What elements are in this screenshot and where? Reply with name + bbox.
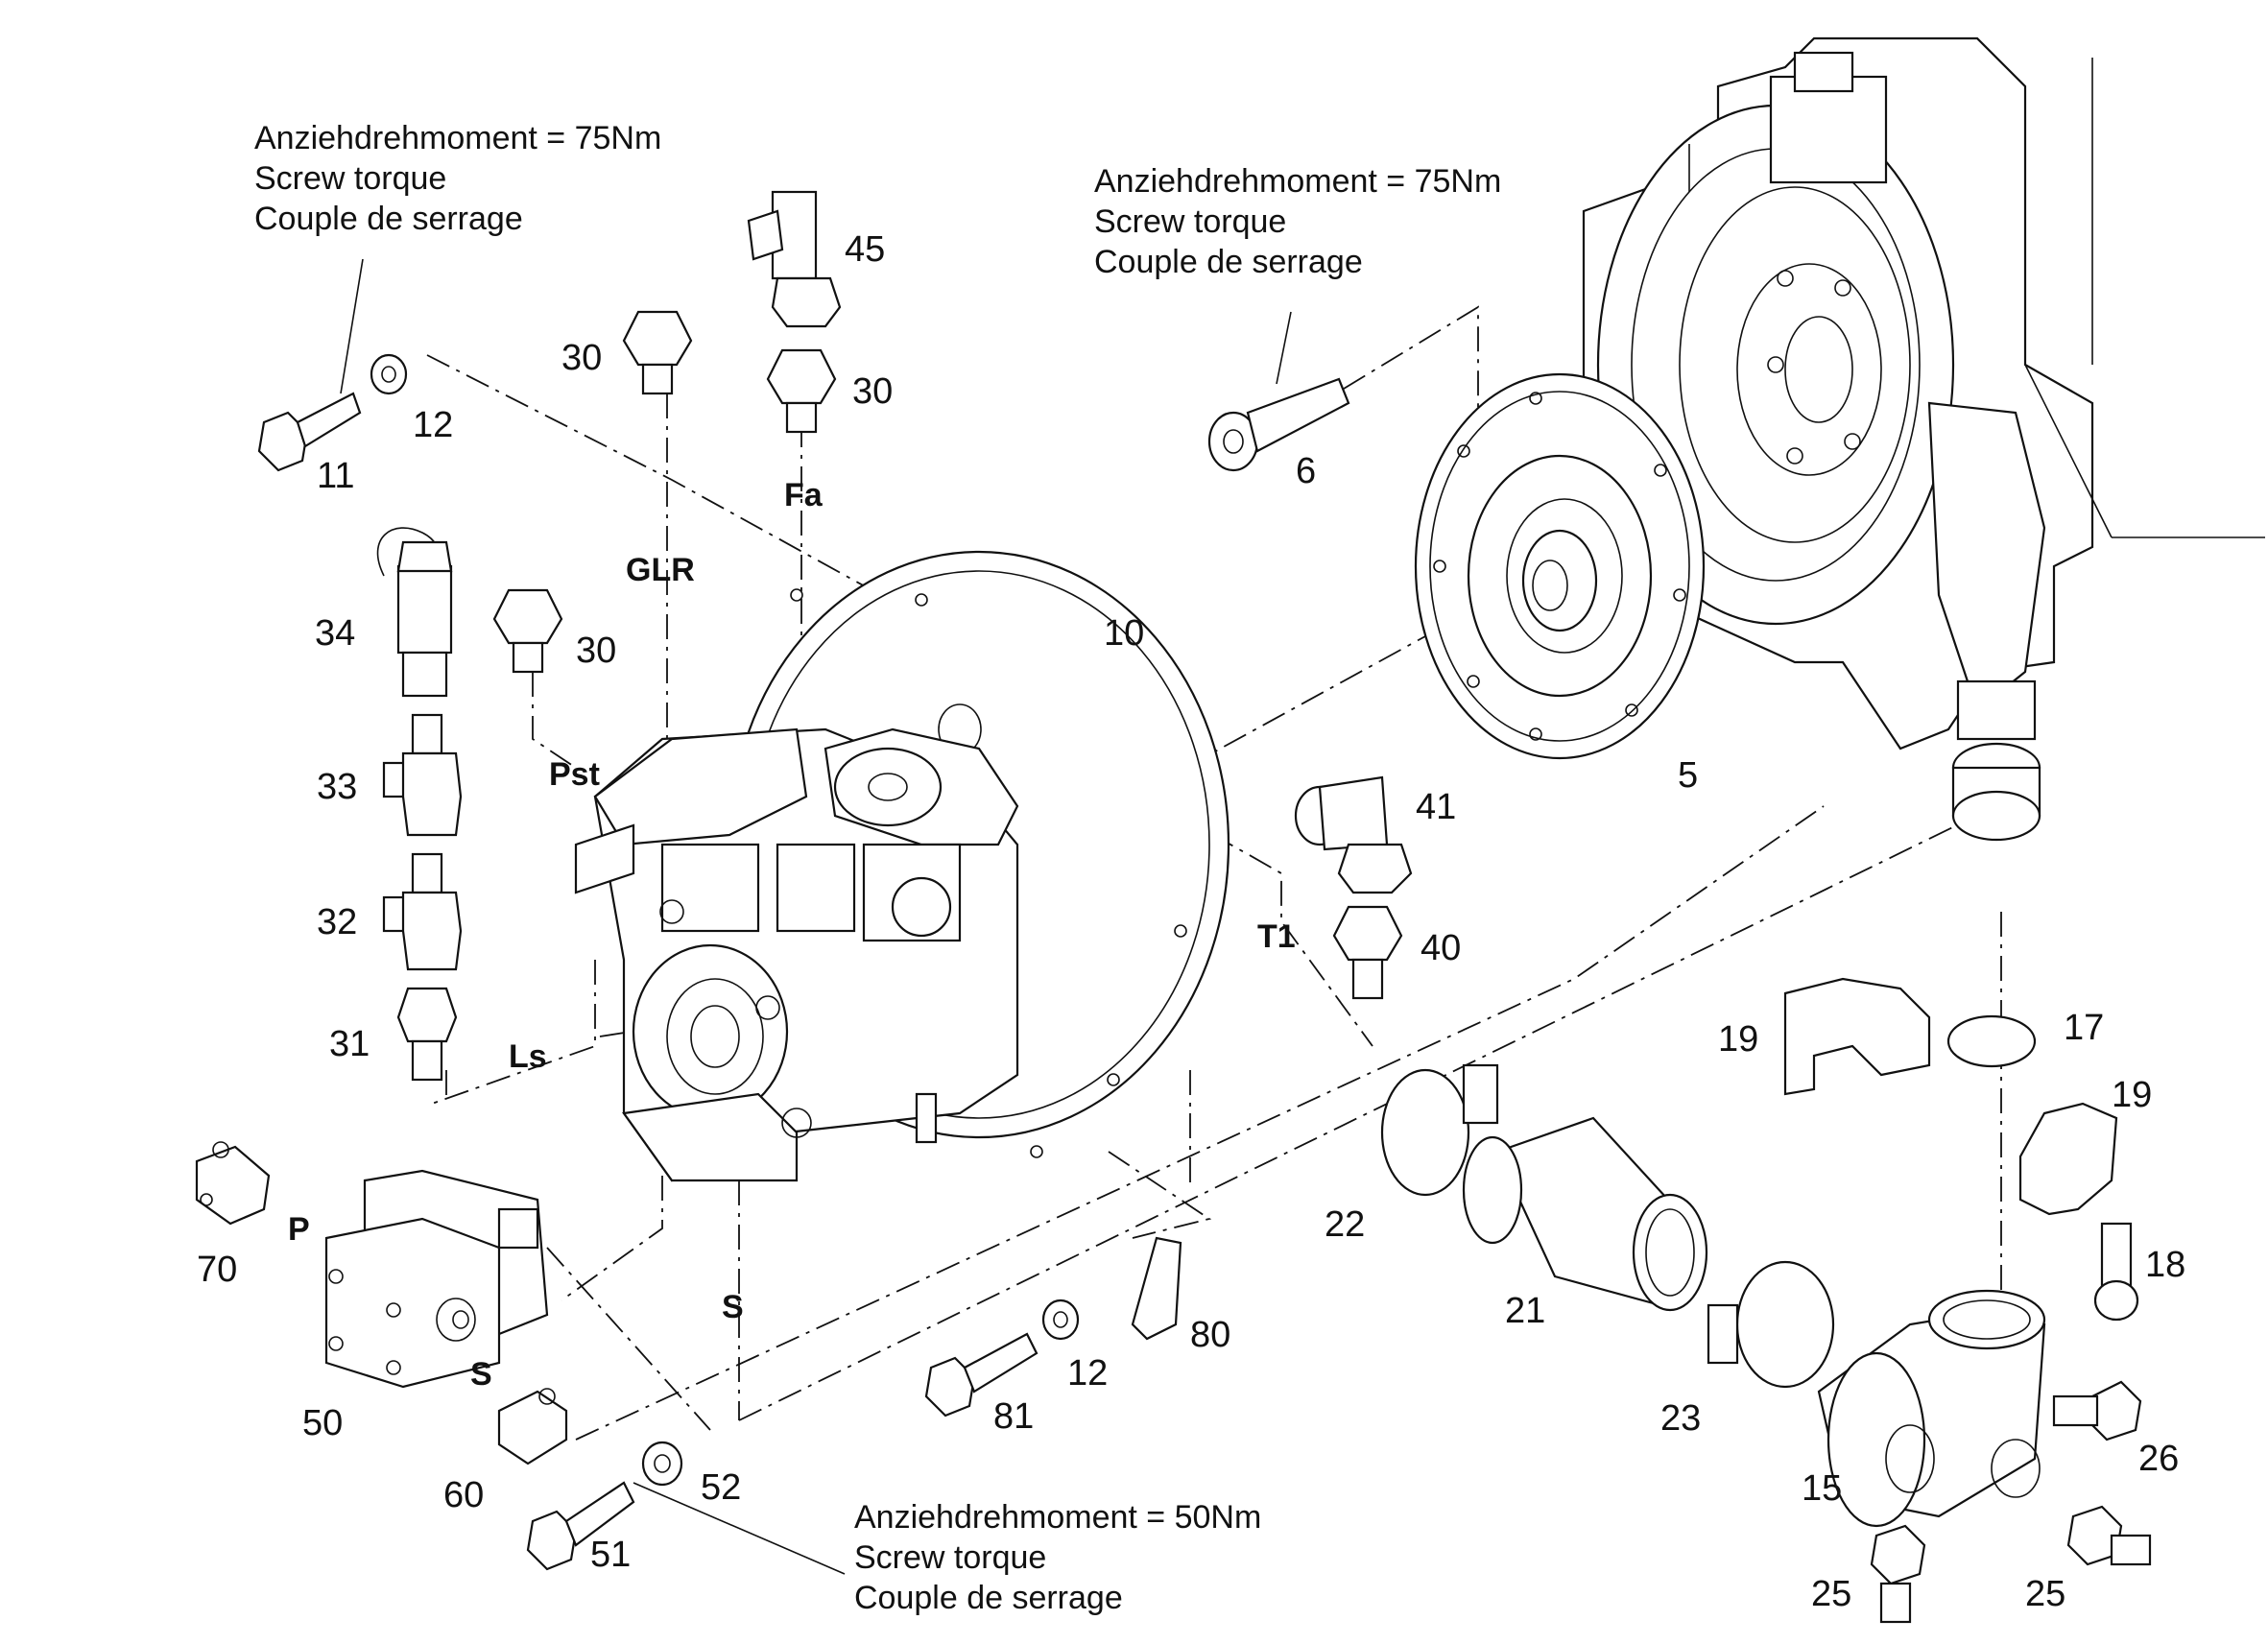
clamp-22 (1380, 1063, 1499, 1197)
port-label-ls: Ls (509, 1038, 547, 1075)
part-number-30: 30 (852, 371, 893, 412)
part-number-34: 34 (315, 613, 355, 654)
port-label-pst: Pst (549, 756, 600, 793)
part-number-19: 19 (1718, 1019, 1758, 1060)
oring-17 (1946, 1014, 2037, 1068)
plug-26 (2052, 1380, 2142, 1441)
clamp-23 (1707, 1260, 1835, 1389)
torque-note-top-right: Anziehdrehmoment = 75Nm Screw torque Cou… (1094, 163, 1501, 280)
port-label-t1: T1 (1257, 918, 1296, 955)
part-number-52: 52 (701, 1467, 741, 1508)
part-number-23: 23 (1660, 1398, 1701, 1439)
part-number-80: 80 (1190, 1315, 1230, 1355)
part-number-5: 5 (1678, 755, 1698, 796)
part-number-41: 41 (1416, 787, 1456, 827)
part-number-51: 51 (590, 1535, 631, 1575)
flange-70 (195, 1141, 271, 1226)
fitting-32 (382, 852, 463, 971)
washer-12-top (370, 353, 408, 395)
part-number-70: 70 (197, 1250, 237, 1290)
part-number-60: 60 (443, 1475, 484, 1515)
part-number-81: 81 (993, 1396, 1034, 1437)
elbow-15 (1817, 1289, 2046, 1528)
part-number-10: 10 (1104, 613, 1144, 654)
fitting-30-top (622, 310, 693, 395)
torque-note-line: Couple de serrage (1094, 244, 1363, 280)
bolt-6 (1207, 377, 1350, 472)
engine-housing (1582, 36, 2265, 842)
torque-note-line: Anziehdrehmoment = 75Nm (1094, 163, 1501, 200)
port-labels: Fa GLR Pst T1 Ls S P S (288, 477, 1296, 1393)
part-number-12: 12 (413, 405, 453, 445)
fitting-34 (376, 527, 453, 698)
fitting-45 (747, 190, 842, 328)
part-number-25: 25 (2025, 1574, 2065, 1614)
part-number-25: 25 (1811, 1574, 1851, 1614)
bolt-18 (2093, 1222, 2139, 1322)
main-pump-assembly (574, 550, 1230, 1182)
part-number-17: 17 (2064, 1008, 2104, 1048)
part-number-22: 22 (1325, 1204, 1365, 1245)
torque-note-top-left: Anziehdrehmoment = 75Nm Screw torque Cou… (254, 120, 661, 237)
fitting-31 (396, 987, 458, 1082)
bolt-81 (924, 1332, 1039, 1418)
washer-12-bottom (1041, 1299, 1080, 1341)
bolt-11 (257, 392, 362, 472)
leader-lines (340, 258, 1292, 1575)
hose-21 (1462, 1116, 1708, 1312)
part-number-45: 45 (845, 229, 885, 270)
part-number-21: 21 (1505, 1291, 1545, 1331)
part-number-19: 19 (2112, 1075, 2152, 1115)
torque-note-line: Screw torque (254, 160, 446, 197)
bolt-51 (526, 1481, 635, 1571)
port-label-s-small: S (470, 1356, 492, 1393)
part-number-18: 18 (2145, 1245, 2185, 1285)
fitting-33 (382, 713, 463, 837)
part-number-15: 15 (1802, 1468, 1842, 1509)
torque-note-line: Anziehdrehmoment = 50Nm (854, 1499, 1261, 1536)
port-label-fa: Fa (784, 477, 824, 513)
part-number-26: 26 (2138, 1439, 2179, 1479)
bracket-80 (1131, 1236, 1182, 1341)
half-flange-19a (1783, 977, 1931, 1096)
fitting-30-center (766, 348, 837, 434)
port-label-s: S (722, 1289, 744, 1325)
fitting-41 (1294, 775, 1413, 894)
plug-25-left (1870, 1524, 1926, 1624)
port-label-glr: GLR (626, 552, 695, 588)
torque-note-bottom: Anziehdrehmoment = 50Nm Screw torque Cou… (854, 1499, 1261, 1616)
port-label-p: P (288, 1211, 310, 1248)
part-number-12: 12 (1067, 1353, 1108, 1394)
part-number-30: 30 (576, 631, 616, 671)
gear-pump (324, 1169, 549, 1389)
fitting-40 (1332, 905, 1403, 1000)
torque-note-line: Couple de serrage (254, 201, 523, 237)
part-number-33: 33 (317, 767, 357, 807)
part-number-50: 50 (302, 1403, 343, 1443)
plug-25-right (2066, 1505, 2152, 1566)
torque-note-line: Anziehdrehmoment = 75Nm (254, 120, 661, 156)
torque-note-line: Couple de serrage (854, 1580, 1123, 1616)
flange-60 (497, 1388, 568, 1465)
part-number-11: 11 (317, 456, 354, 496)
coupling-disk (1414, 372, 1706, 760)
torque-note-line: Screw torque (1094, 203, 1286, 240)
torque-note-line: Screw torque (854, 1539, 1046, 1576)
fitting-30-left (492, 588, 563, 674)
part-number-31: 31 (329, 1024, 370, 1064)
washer-52 (641, 1441, 683, 1487)
part-number-32: 32 (317, 902, 357, 942)
half-flange-19b (2018, 1102, 2118, 1216)
part-number-40: 40 (1420, 928, 1461, 968)
part-number-labels: 45 30 30 30 12 11 6 10 5 34 33 32 31 41 … (197, 229, 2185, 1614)
part-number-6: 6 (1296, 451, 1316, 491)
part-number-30: 30 (561, 338, 602, 378)
